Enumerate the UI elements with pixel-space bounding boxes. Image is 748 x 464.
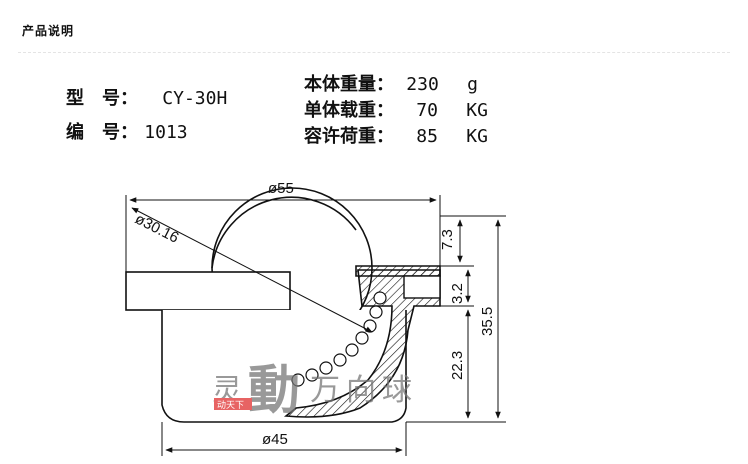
spec-load-label: 单体载重： <box>304 100 394 121</box>
spec-allow-unit: KG <box>466 126 488 147</box>
spec-weight-label: 本体重量： <box>304 74 394 95</box>
spec-code-row: 编 号： 1013 <box>66 118 188 144</box>
spec-allow-label: 容许荷重： <box>304 126 394 147</box>
dim-total: 35.5 <box>479 307 496 336</box>
spec-allow-row: 容许荷重： 85 KG <box>304 122 488 148</box>
spec-allow-value: 85 <box>416 126 438 147</box>
mount-hole <box>403 275 441 299</box>
dim-top: 7.3 <box>439 229 456 250</box>
watermark-char-3: 万 <box>310 373 340 408</box>
watermark-char-5: 球 <box>382 373 412 408</box>
section-title: 产品说明 <box>22 24 75 38</box>
spec-model-label: 型 号： <box>66 88 138 109</box>
body-housing <box>161 310 407 423</box>
seal-stamp <box>214 398 252 410</box>
spec-load-unit: KG <box>466 100 488 121</box>
seal-text: 动天下 <box>217 400 244 411</box>
spec-load-row: 单体载重： 70 KG <box>304 96 488 122</box>
dim-lower: 22.3 <box>449 351 466 380</box>
spec-weight-value: 230 <box>406 74 439 95</box>
spec-code-value: 1013 <box>144 122 188 143</box>
spec-load-value: 70 <box>416 100 438 121</box>
spec-weight-row: 本体重量： 230 g <box>304 70 478 96</box>
watermark-char-4: 向 <box>346 373 376 408</box>
dim-base-diameter: ø45 <box>262 431 288 448</box>
spec-weight-unit: g <box>467 74 478 95</box>
dim-flange: 3.2 <box>449 283 466 304</box>
dim-ball-diameter: ø30.16 <box>132 210 181 246</box>
divider <box>18 52 730 53</box>
right-flange <box>355 265 441 277</box>
dim-outer-diameter: ø55 <box>268 180 294 197</box>
spec-model-row: 型 号： CY-30H <box>66 84 227 110</box>
spec-code-label: 编 号： <box>66 122 138 143</box>
brand-watermark: 灵 動 万 向 球 动天下 <box>212 360 412 421</box>
watermark-char-2: 動 <box>248 360 300 421</box>
spec-model-value: CY-30H <box>162 88 228 109</box>
flange-plate <box>125 271 291 311</box>
inner-cup-shell <box>283 269 441 418</box>
